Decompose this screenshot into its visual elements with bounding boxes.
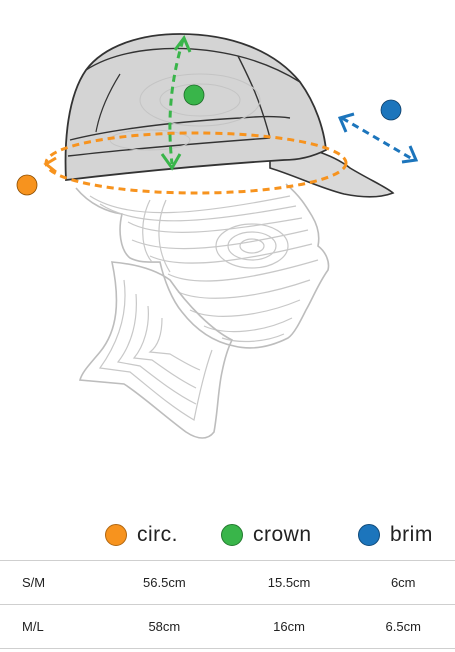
table-row: M/L 58cm 16cm 6.5cm xyxy=(0,604,455,649)
cap-diagram xyxy=(16,33,419,439)
circ-value: 56.5cm xyxy=(102,560,227,605)
circumference-indicator xyxy=(43,131,348,195)
brim-value: 6.5cm xyxy=(351,604,455,649)
legend-label-crown: crown xyxy=(253,523,312,546)
crown-value: 16cm xyxy=(226,604,352,649)
legend-item-circ: circ. xyxy=(105,518,178,552)
brim-value: 6cm xyxy=(351,560,455,605)
circ-marker-dot xyxy=(16,174,38,196)
legend-item-crown: crown xyxy=(221,518,312,552)
legend: circ. crown brim xyxy=(0,518,455,552)
circ-value: 58cm xyxy=(102,604,227,649)
legend-item-brim: brim xyxy=(358,518,433,552)
size-label: M/L xyxy=(0,604,102,649)
circ-color-dot xyxy=(105,524,127,546)
size-table: S/M 56.5cm 15.5cm 6cm M/L 58cm 16cm 6.5c… xyxy=(0,560,455,649)
brim-marker-dot xyxy=(380,99,402,121)
legend-label-circ: circ. xyxy=(137,523,178,546)
cap-illustration xyxy=(64,33,395,198)
table-row: S/M 56.5cm 15.5cm 6cm xyxy=(0,560,455,605)
crown-marker-dot xyxy=(183,84,205,106)
crown-height-indicator xyxy=(160,35,192,171)
head-illustration xyxy=(75,183,330,439)
crown-value: 15.5cm xyxy=(226,560,352,605)
crown-color-dot xyxy=(221,524,243,546)
size-label: S/M xyxy=(0,560,102,605)
legend-label-brim: brim xyxy=(390,523,433,546)
brim-color-dot xyxy=(358,524,380,546)
brim-length-indicator xyxy=(337,112,419,164)
